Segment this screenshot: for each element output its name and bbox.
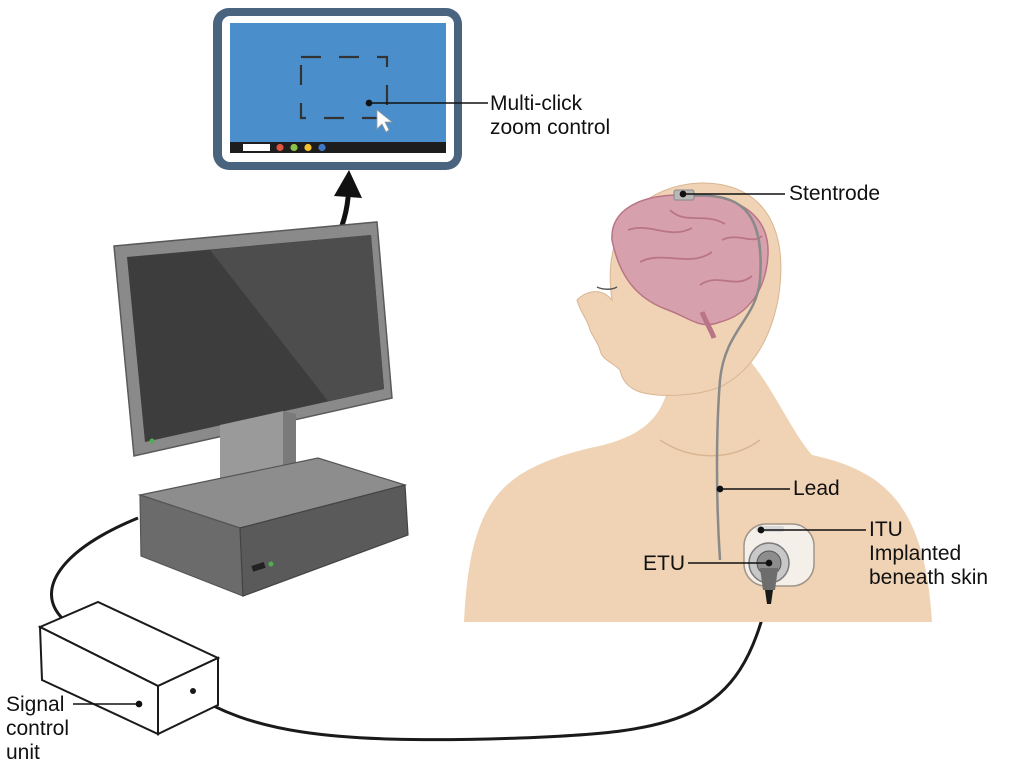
patient-figure [464, 182, 932, 622]
computer-base [137, 457, 409, 597]
label-zoom-control: Multi-click zoom control [490, 92, 611, 139]
leader-lines [73, 99, 866, 708]
taskbar-dot-icon [318, 143, 326, 152]
signal-control-unit [37, 600, 221, 736]
label-stentrode: Stentrode [789, 182, 881, 205]
taskbar [230, 142, 446, 153]
cursor-icon [376, 109, 394, 133]
taskbar-dot-icon [290, 143, 298, 152]
lead-wire [687, 194, 762, 561]
label-etu: ETU [643, 552, 685, 575]
cable-monitor-signal [50, 516, 139, 620]
tablet-display [230, 23, 446, 153]
computer-monitor [113, 221, 393, 506]
label-itu: ITU Implanted beneath skin [869, 518, 989, 589]
taskbar-dot-icon [304, 143, 312, 152]
power-led-icon [149, 438, 155, 444]
cable-signal-etu [189, 595, 770, 742]
power-led-icon [268, 561, 274, 567]
zoom-selection-box [299, 55, 389, 120]
label-lead: Lead [793, 477, 840, 500]
tablet-screen [213, 8, 462, 170]
taskbar-dot-icon [276, 143, 284, 152]
label-signal-control-unit: Signal control unit [6, 693, 70, 764]
